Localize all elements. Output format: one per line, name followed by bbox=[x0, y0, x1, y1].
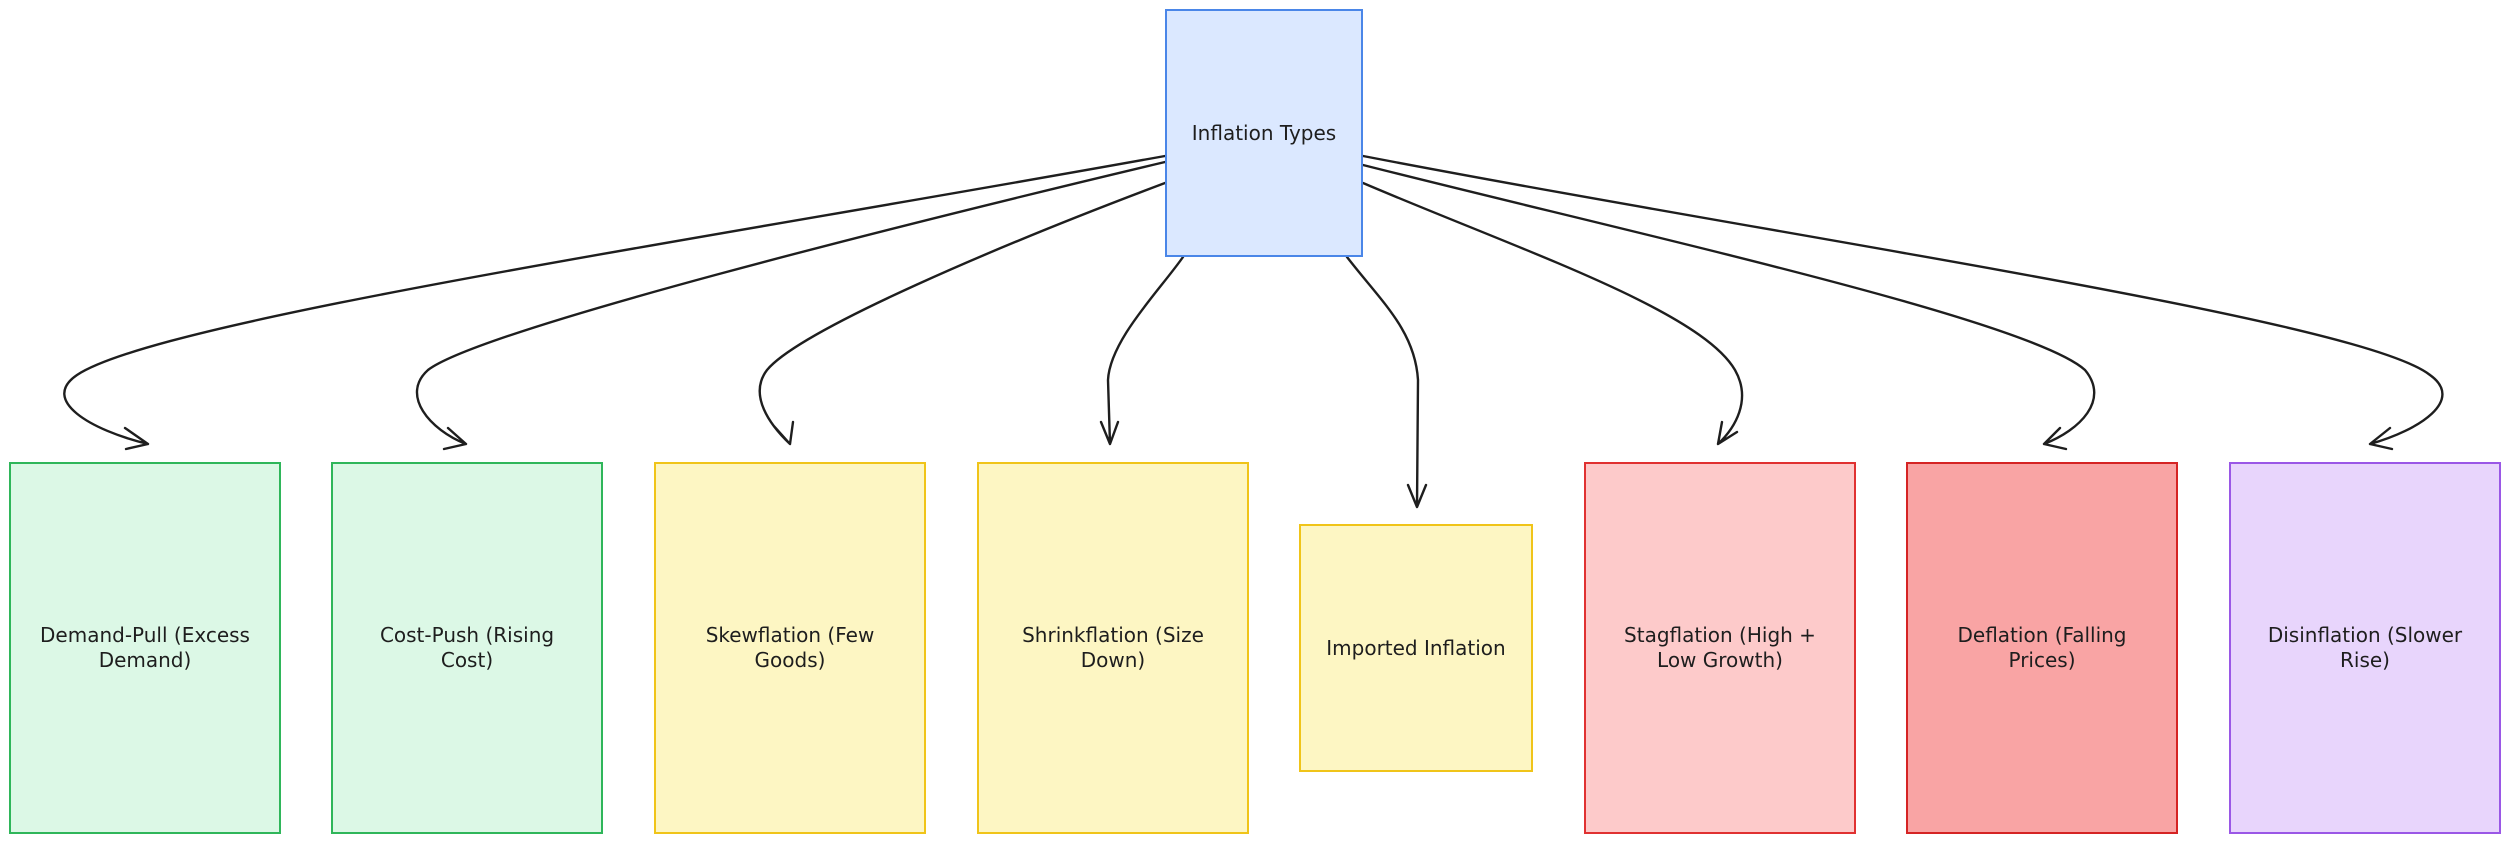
arrow-root-to-shrinkflation bbox=[1099, 255, 1185, 446]
arrow-root-to-cost-push bbox=[415, 160, 1167, 451]
root-node: Inflation Types bbox=[1165, 9, 1363, 257]
node-disinflation: Disinflation (Slower Rise) bbox=[2229, 462, 2501, 834]
node-shrinkflation-label: Shrinkflation (Size Down) bbox=[1022, 623, 1204, 672]
node-imported-inflation-label: Imported Inflation bbox=[1326, 635, 1506, 660]
node-skewflation: Skewflation (Few Goods) bbox=[654, 462, 926, 834]
node-deflation-label: Deflation (Falling Prices) bbox=[1957, 623, 2127, 672]
node-cost-push: Cost-Push (Rising Cost) bbox=[331, 462, 603, 834]
node-shrinkflation: Shrinkflation (Size Down) bbox=[977, 462, 1249, 834]
arrow-root-to-disinflation bbox=[1361, 154, 2444, 451]
arrow-root-to-deflation bbox=[1361, 163, 2096, 451]
node-stagflation: Stagflation (High + Low Growth) bbox=[1584, 462, 1856, 834]
node-cost-push-label: Cost-Push (Rising Cost) bbox=[379, 623, 555, 672]
node-disinflation-label: Disinflation (Slower Rise) bbox=[2267, 623, 2463, 672]
node-deflation: Deflation (Falling Prices) bbox=[1906, 462, 2178, 834]
root-node-label: Inflation Types bbox=[1191, 120, 1337, 145]
node-demand-pull: Demand-Pull (Excess Demand) bbox=[9, 462, 281, 834]
node-skewflation-label: Skewflation (Few Goods) bbox=[705, 623, 875, 672]
node-demand-pull-label: Demand-Pull (Excess Demand) bbox=[40, 623, 250, 672]
node-stagflation-label: Stagflation (High + Low Growth) bbox=[1624, 623, 1816, 672]
arrow-root-to-skewflation bbox=[758, 181, 1167, 446]
node-imported-inflation: Imported Inflation bbox=[1299, 524, 1533, 772]
arrow-root-to-demand-pull bbox=[63, 154, 1167, 451]
arrow-root-to-imported bbox=[1345, 255, 1428, 509]
arrow-root-to-stagflation bbox=[1361, 181, 1744, 446]
